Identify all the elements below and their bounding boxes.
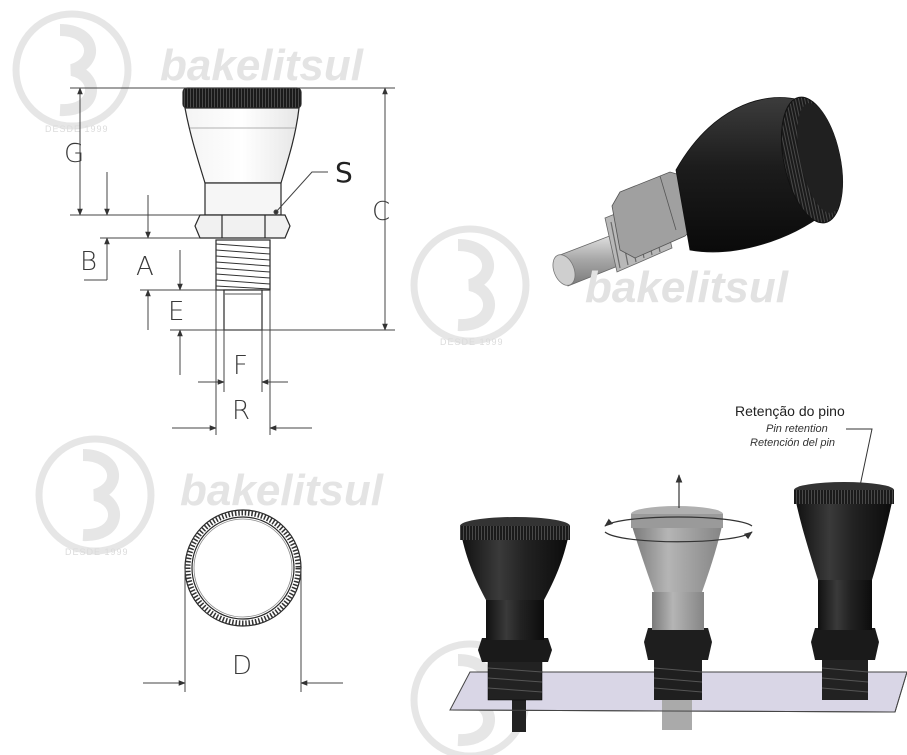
dim-label-s: S bbox=[335, 156, 353, 189]
top-view-drawing bbox=[184, 509, 302, 627]
dim-label-a: A bbox=[136, 252, 154, 282]
watermark-since-text: DESDE 1999 bbox=[65, 547, 129, 557]
callout-pin-retention-es: Retención del pin bbox=[750, 437, 835, 449]
collar bbox=[204, 182, 282, 216]
knurled-cap bbox=[182, 87, 302, 109]
watermark-middle: DESDE 1999 bbox=[410, 225, 530, 347]
callout-pin-retention-pt: Retenção do pino bbox=[735, 403, 845, 419]
dim-label-g: G bbox=[64, 139, 84, 169]
plunger-engaged bbox=[460, 517, 570, 732]
watermark-since-text: DESDE 1999 bbox=[45, 124, 109, 134]
dim-label-b: B bbox=[80, 247, 97, 277]
watermark-since-text: DESDE 1999 bbox=[440, 337, 504, 347]
dim-label-f: F bbox=[233, 351, 248, 381]
watermark-brand-text: bakelitsul bbox=[180, 466, 384, 515]
pin-retention-illustration bbox=[449, 428, 907, 732]
watermark-brand-text: bakelitsul bbox=[160, 41, 364, 90]
dimension-lines bbox=[70, 87, 395, 435]
isometric-product-view bbox=[552, 96, 843, 287]
dim-label-c: C bbox=[372, 197, 390, 227]
watermark-top-left: DESDE 1999 bakelitsul bbox=[12, 10, 364, 134]
dim-label-d: D bbox=[232, 651, 252, 681]
dimension-d bbox=[143, 568, 343, 692]
watermark-brand-text: bakelitsul bbox=[585, 263, 789, 312]
plunger-pin bbox=[223, 289, 263, 331]
dim-label-e: E bbox=[168, 297, 184, 327]
side-view-drawing bbox=[182, 87, 302, 331]
dim-label-r: R bbox=[232, 396, 250, 426]
tapered-body bbox=[184, 107, 300, 184]
callout-pin-retention-en: Pin retention bbox=[766, 423, 828, 435]
hex-nut bbox=[194, 214, 291, 239]
plunger-retained bbox=[794, 482, 894, 700]
plunger-retracted bbox=[604, 474, 753, 730]
watermark-bottom-left: DESDE 1999 bakelitsul bbox=[35, 435, 384, 557]
